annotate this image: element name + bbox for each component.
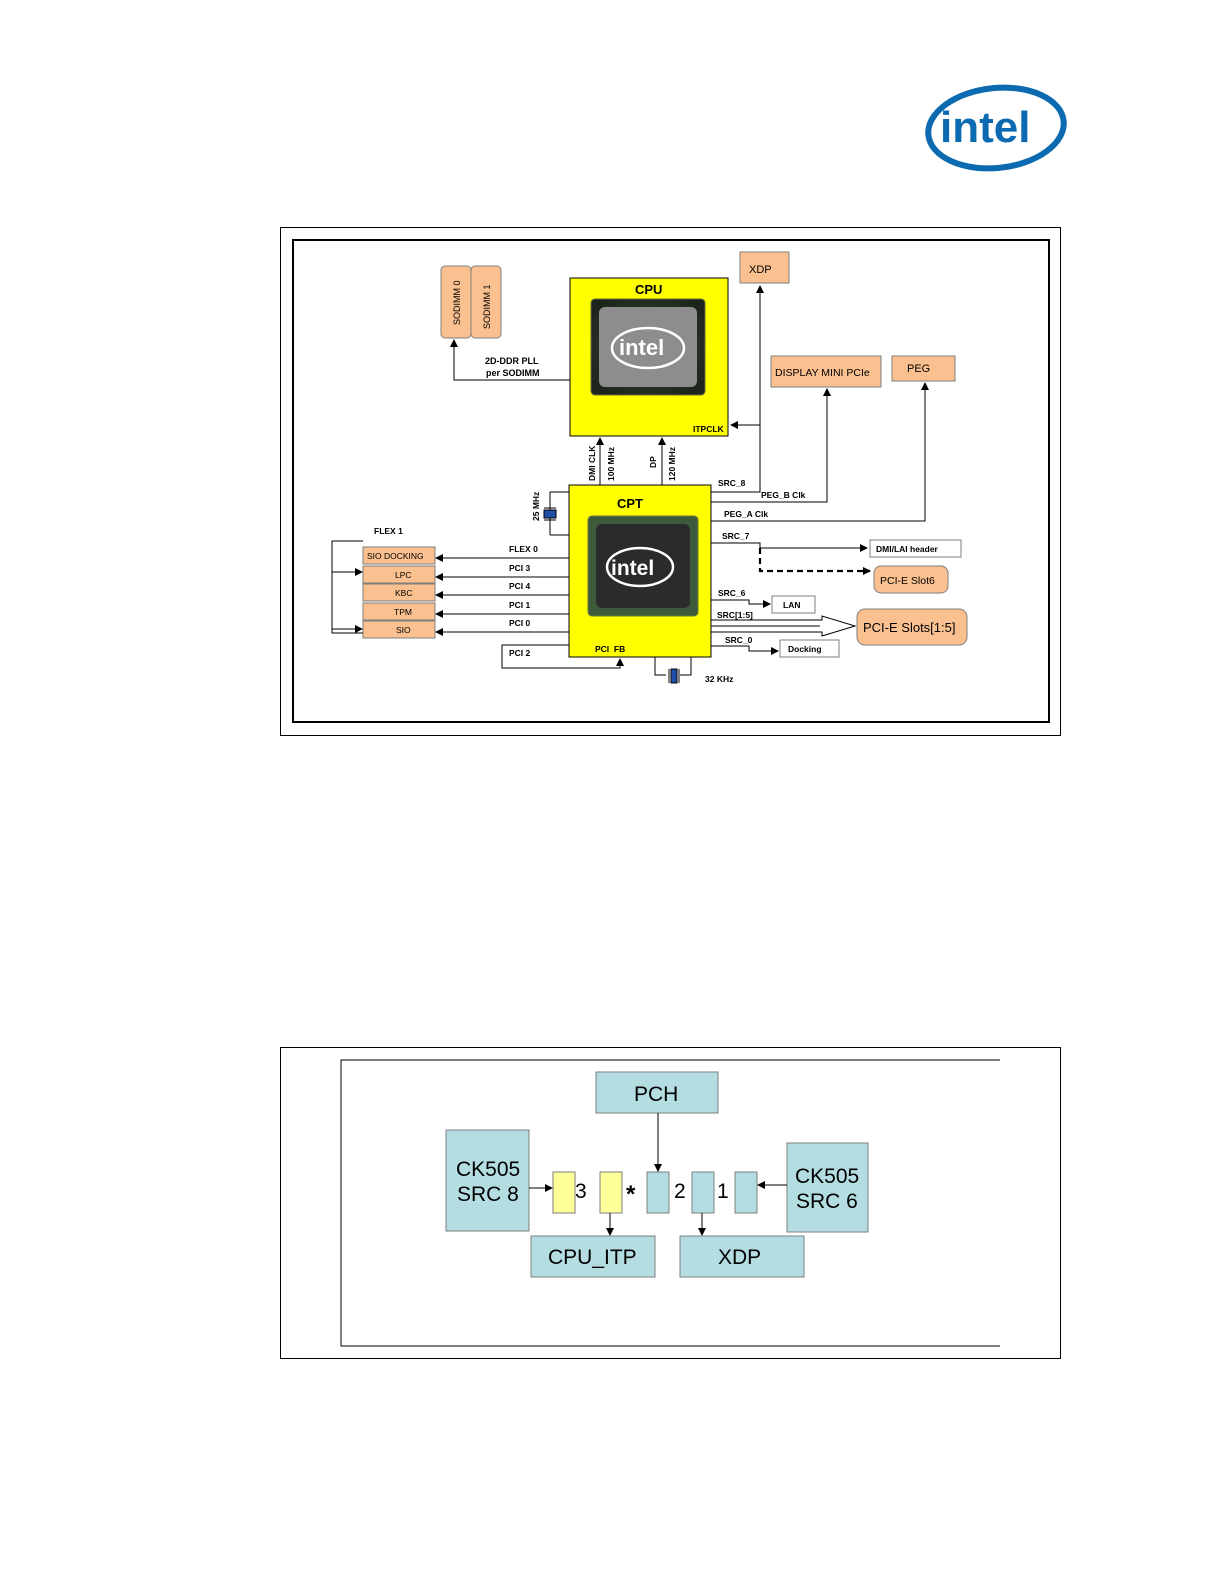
label-3: 3 <box>575 1180 587 1203</box>
xdp-label-2: XDP <box>718 1246 761 1269</box>
cpu-itp-box <box>530 1235 656 1278</box>
src6-label: SRC_6 <box>718 588 746 598</box>
src7-dashed-line <box>758 548 871 575</box>
sio-label: SIO <box>396 625 411 635</box>
pcie-slot6-box <box>873 565 949 594</box>
jumper-pad-right <box>734 1171 758 1214</box>
peg-a-clk-line <box>711 382 929 522</box>
src8-line <box>711 285 764 493</box>
tpm-label: TPM <box>394 607 412 617</box>
src0-label: SRC_0 <box>725 635 753 645</box>
pch-label: PCH <box>634 1083 678 1106</box>
dp-freq-label: 120 MHz <box>667 447 677 481</box>
clock-block-diagram: SODIMM 0 SODIMM 1 CPU intel ITPCLK CPT i… <box>280 227 1062 737</box>
label-2: 2 <box>674 1180 686 1203</box>
ck505-src8-line2: SRC 8 <box>457 1183 519 1206</box>
dp-label: DP <box>648 456 658 468</box>
src6-line <box>711 599 771 608</box>
lan-box <box>771 595 816 614</box>
intel-logo-text: intel <box>940 103 1030 152</box>
jumper-pad-star <box>599 1171 623 1214</box>
jumper-pad-2 <box>646 1171 670 1214</box>
display-mini-pcie-label: DISPLAY MINI PCIe <box>775 367 870 379</box>
pci3-label: PCI 3 <box>509 563 531 573</box>
pci1-label: PCI 1 <box>509 600 531 610</box>
crystal-25mhz <box>543 509 557 519</box>
sodimm-1 <box>470 265 502 339</box>
peg-b-clk-label: PEG_B Clk <box>761 490 806 500</box>
itpclk-label: ITPCLK <box>693 424 725 434</box>
flex1-label: FLEX 1 <box>374 526 403 536</box>
ddr-pll-line1: 2D-DDR PLL <box>485 356 539 366</box>
dmi-lai-header-box <box>869 539 962 558</box>
dmi-clk-label: DMI CLK <box>587 445 597 481</box>
cpt-label: CPT <box>617 496 643 511</box>
label-1: 1 <box>717 1180 729 1203</box>
cpu-die-logo: intel <box>619 335 664 360</box>
src0-line <box>711 645 779 655</box>
src7-label: SRC_7 <box>722 531 750 541</box>
pcie-slots-label: PCI-E Slots[1:5] <box>863 620 955 635</box>
pcie-slot6-label: PCI-E Slot6 <box>880 575 935 587</box>
pch-box <box>595 1071 719 1114</box>
jumper-pad-3 <box>552 1171 576 1214</box>
src-1-5-label: SRC[1:5] <box>717 610 753 620</box>
ddr-pll-line2: per SODIMM <box>486 368 540 378</box>
inner-frame-2 <box>340 1059 1000 1347</box>
dmi-lai-header-label: DMI/LAI header <box>876 544 939 554</box>
xdp-label: XDP <box>749 264 772 276</box>
ck505-src8-box <box>445 1129 530 1232</box>
jumper-pad-1 <box>691 1171 715 1214</box>
pci0-label: PCI 0 <box>509 618 531 628</box>
sodimm-clock-line <box>450 339 570 381</box>
display-mini-pcie-box <box>770 355 882 388</box>
pci-fb-label: PCI FB <box>595 644 625 654</box>
ck505-src6-line2: SRC 6 <box>796 1190 858 1213</box>
src8-label: SRC_8 <box>718 478 746 488</box>
lan-label: LAN <box>783 600 800 610</box>
peg-a-clk-label: PEG_A Clk <box>724 509 768 519</box>
pci2-feedback-line <box>501 644 624 669</box>
ck505-src6-box <box>786 1142 869 1233</box>
sodimm-0-label: SODIMM 0 <box>452 280 462 325</box>
peg-label: PEG <box>907 363 930 375</box>
flex0-label: FLEX 0 <box>509 544 538 554</box>
label-star: * <box>626 1181 636 1208</box>
sio-docking-label: SIO DOCKING <box>367 551 424 561</box>
pci2-label: PCI 2 <box>509 648 531 658</box>
peg-box <box>891 355 956 382</box>
xtal-32-label: 32 KHz <box>705 674 733 684</box>
cpt-die-logo: intel <box>611 557 654 580</box>
peg-b-clk-line <box>711 388 831 503</box>
cpu-itp-label: CPU_ITP <box>548 1246 637 1269</box>
itp-clock-diagram: PCH CK505 SRC 8 CK505 SRC 6 3 * 2 1 CPU_… <box>280 1047 1062 1360</box>
ck505-src6-line1: CK505 <box>795 1165 859 1188</box>
crystal-32khz <box>670 668 678 684</box>
intel-logo-swirl <box>925 84 1067 172</box>
xtal-25-label: 25 MHz <box>531 492 541 521</box>
dmi-freq-label: 100 MHz <box>606 447 616 481</box>
intel-logo: intel <box>920 78 1070 178</box>
sodimm-1-label: SODIMM 1 <box>482 284 492 329</box>
lpc-label: LPC <box>395 570 412 580</box>
docking-label: Docking <box>788 644 822 654</box>
src7-line <box>711 542 868 552</box>
docking-box <box>779 639 840 658</box>
cpu-label: CPU <box>635 282 662 297</box>
kbc-label: KBC <box>395 588 412 598</box>
xdp-box-2 <box>679 1235 805 1278</box>
pci4-label: PCI 4 <box>509 581 531 591</box>
ck505-src8-line1: CK505 <box>456 1158 520 1181</box>
xdp-box <box>739 251 790 284</box>
pcie-slots-box <box>856 608 968 646</box>
